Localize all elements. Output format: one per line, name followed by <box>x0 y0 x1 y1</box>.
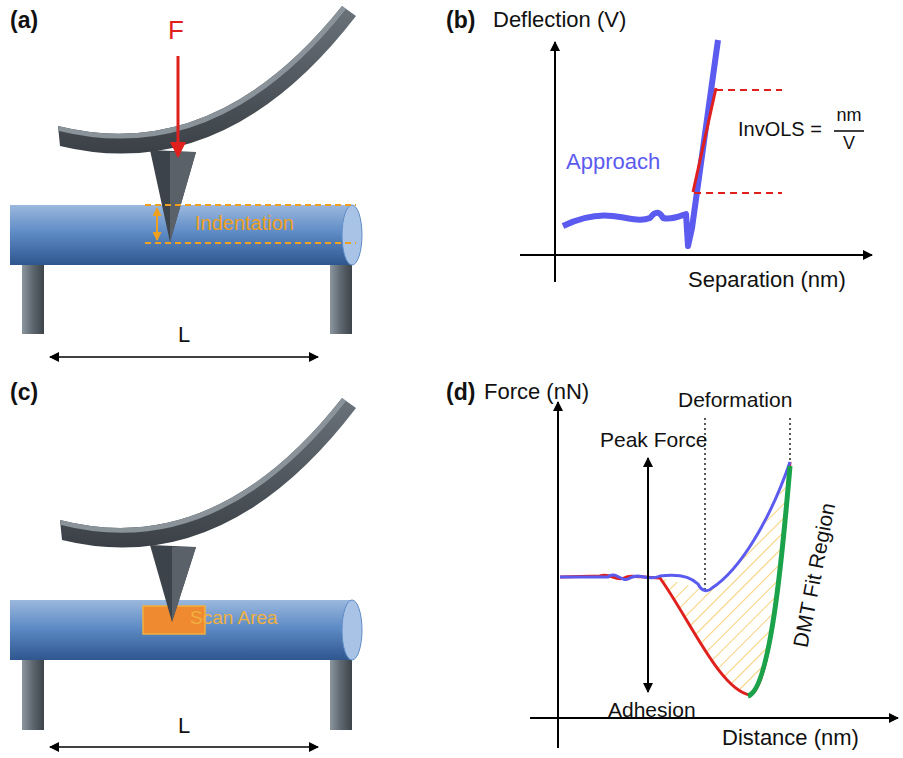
formula-numerator: nm <box>836 106 861 126</box>
length-label: L <box>178 323 190 347</box>
panel-letter: (b) <box>446 8 475 33</box>
panel-letter: (c) <box>10 380 38 405</box>
indentation-label: Indentation <box>195 212 294 234</box>
curve-label: Approach <box>566 150 660 174</box>
axis-title: Deflection (V) <box>493 8 626 32</box>
fit-region-label: DMT Fit Region <box>789 501 840 649</box>
formula-text: InvOLS = <box>738 118 822 140</box>
deformation-label: Deformation <box>678 388 792 411</box>
formula-denominator: V <box>843 134 855 154</box>
peak-force-label: Peak Force <box>600 428 707 451</box>
panel-letter: (d) <box>446 380 475 405</box>
length-label: L <box>178 714 190 738</box>
force-label: F <box>168 16 184 45</box>
scan-area-label: Scan Area <box>190 608 278 629</box>
axis-title: Distance (nm) <box>722 726 859 750</box>
panel-letter: (a) <box>10 8 38 33</box>
axis-title: Force (nN) <box>484 380 589 404</box>
adhesion-label: Adhesion <box>608 698 696 721</box>
axis-title: Separation (nm) <box>688 268 846 292</box>
